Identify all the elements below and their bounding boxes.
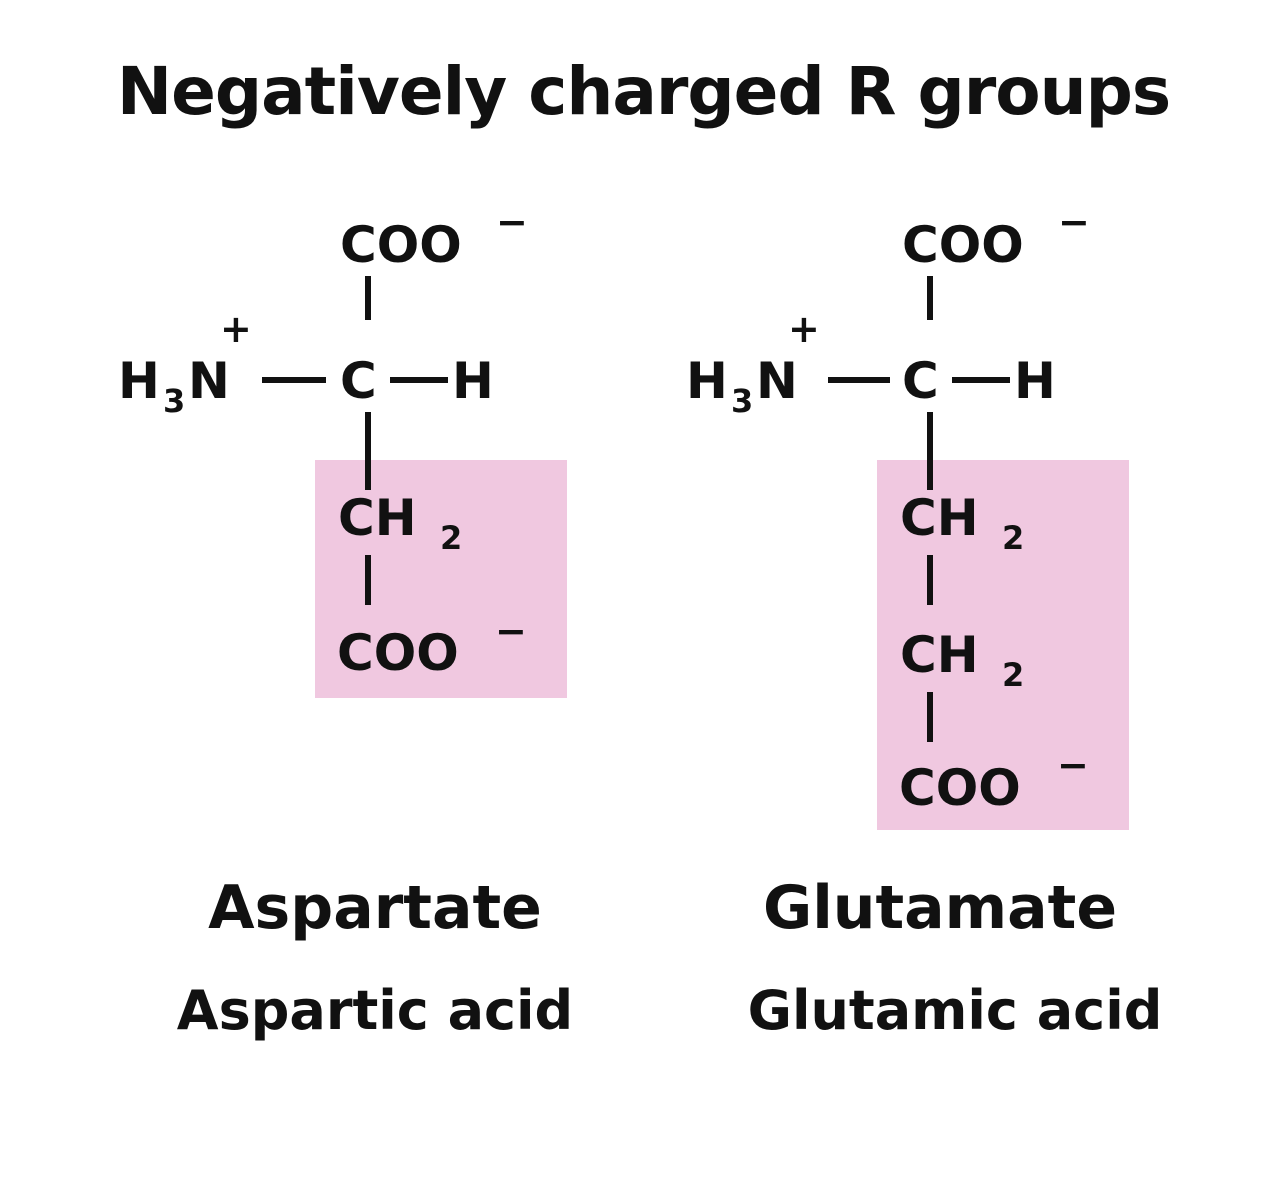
glutamate-top-carboxylate: COO — [902, 216, 1024, 274]
glutamate-r-group-highlight — [877, 460, 1129, 830]
aspartate-side-carboxylate: COO — [337, 624, 459, 682]
glutamate-ch2-beta-subscript: 2 — [1002, 519, 1024, 557]
aspartate-ch2: CH — [338, 489, 417, 547]
glutamate-side-carboxylate: COO — [899, 759, 1021, 817]
glutamate-ch2-beta: CH — [900, 489, 979, 547]
glutamate-amine-subscript: 3 — [731, 382, 753, 420]
aspartate-alpha-h: H — [452, 352, 494, 410]
aspartate-side-negative-charge: − — [495, 609, 527, 653]
aspartate-top-negative-charge: − — [496, 200, 528, 244]
aspartic-acid-name: Aspartic acid — [176, 979, 574, 1042]
aspartate-r-group-highlight — [315, 460, 567, 698]
aspartate-alpha-carbon: C — [340, 352, 377, 410]
glutamate-ch2-gamma: CH — [900, 626, 979, 684]
aspartate-ch2-subscript: 2 — [440, 519, 462, 557]
aspartate-top-carboxylate: COO — [340, 216, 462, 274]
glutamate-side-negative-charge: − — [1057, 743, 1089, 787]
aspartate-name: Aspartate — [208, 873, 542, 943]
aspartate-amine-n: N — [188, 352, 230, 410]
glutamate-top-negative-charge: − — [1058, 200, 1090, 244]
glutamate-structure: COO − H 3 N + C H CH 2 CH 2 COO − — [686, 200, 1129, 830]
aspartate-amine-positive-charge: + — [220, 307, 252, 351]
glutamic-acid-name: Glutamic acid — [747, 979, 1163, 1042]
glutamate-alpha-carbon: C — [902, 352, 939, 410]
aspartate-amine-h: H — [118, 352, 160, 410]
figure-title: Negatively charged R groups — [116, 53, 1171, 130]
glutamate-ch2-gamma-subscript: 2 — [1002, 656, 1024, 694]
aspartate-amine-subscript: 3 — [163, 382, 185, 420]
glutamate-amine-n: N — [756, 352, 798, 410]
glutamate-name: Glutamate — [762, 873, 1118, 943]
glutamate-amine-positive-charge: + — [788, 307, 820, 351]
glutamate-alpha-h: H — [1014, 352, 1056, 410]
glutamate-amine-h: H — [686, 352, 728, 410]
aspartate-structure: COO − H 3 N + C H CH 2 COO − — [118, 200, 567, 698]
